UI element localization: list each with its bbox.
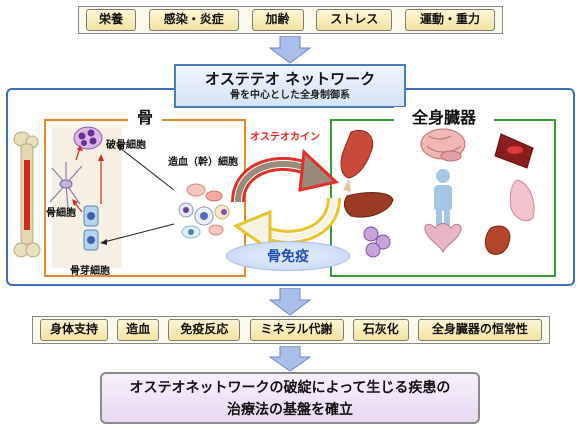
down-arrow-1 — [268, 36, 312, 64]
factor-stress: ストレス — [316, 9, 393, 31]
function-body-support: 身体支持 — [40, 319, 108, 341]
organs-panel-title: 全身臓器 — [394, 107, 494, 129]
femur-bone-image — [13, 131, 41, 258]
osteoclast-label: 破骨細胞 — [106, 140, 146, 151]
conclusion-line-1: オステオネットワークの破綻によって生じる疾患の — [129, 380, 451, 396]
cycle-arrows — [231, 148, 341, 253]
factor-bar: 栄養 感染・炎症 加齢 ストレス 運動・重力 — [78, 6, 503, 34]
network-header: オステテオ ネットワーク 骨を中心とした全身制御系 — [174, 64, 406, 108]
function-calcification: 石灰化 — [352, 319, 409, 341]
function-bar: 身体支持 造血 免疫反応 ミネラル代謝 石灰化 全身臓器の恒常性 — [32, 316, 550, 344]
down-arrow-3 — [268, 346, 312, 372]
conclusion-line-2: 治療法の基盤を確立 — [227, 402, 353, 418]
osteoimmunology-label: 骨免疫 — [267, 249, 309, 265]
hematopoietic-cell-label: 造血（幹）細胞 — [168, 157, 238, 168]
osteoblast-label: 骨芽細胞 — [70, 266, 110, 277]
osteoimmunology-ellipse: 骨免疫 — [226, 241, 350, 271]
function-immune-response: 免疫反応 — [168, 319, 241, 341]
function-organ-homeostasis: 全身臓器の恒常性 — [417, 319, 542, 341]
organs-illustration — [340, 128, 535, 258]
conclusion-box: オステオネットワークの破綻によって生じる疾患の 治療法の基盤を確立 — [100, 372, 480, 424]
function-hematopoiesis: 造血 — [117, 319, 160, 341]
bone-cells-diagram — [49, 126, 230, 268]
osteocyte-label: 骨細胞 — [46, 208, 76, 219]
factor-infection-inflammation: 感染・炎症 — [148, 9, 239, 31]
factor-exercise-gravity: 運動・重力 — [405, 9, 495, 31]
osteokine-label: オステオカイン — [250, 132, 320, 143]
bone-panel-title: 骨 — [128, 107, 162, 129]
down-arrow-2 — [268, 288, 312, 316]
network-subtitle: 骨を中心とした全身制御系 — [230, 90, 350, 101]
network-title: オステテオ ネットワーク — [204, 70, 376, 88]
factor-nutrition: 栄養 — [86, 9, 136, 31]
factor-aging: 加齢 — [251, 9, 304, 31]
function-mineral-metabolism: ミネラル代謝 — [249, 319, 344, 341]
